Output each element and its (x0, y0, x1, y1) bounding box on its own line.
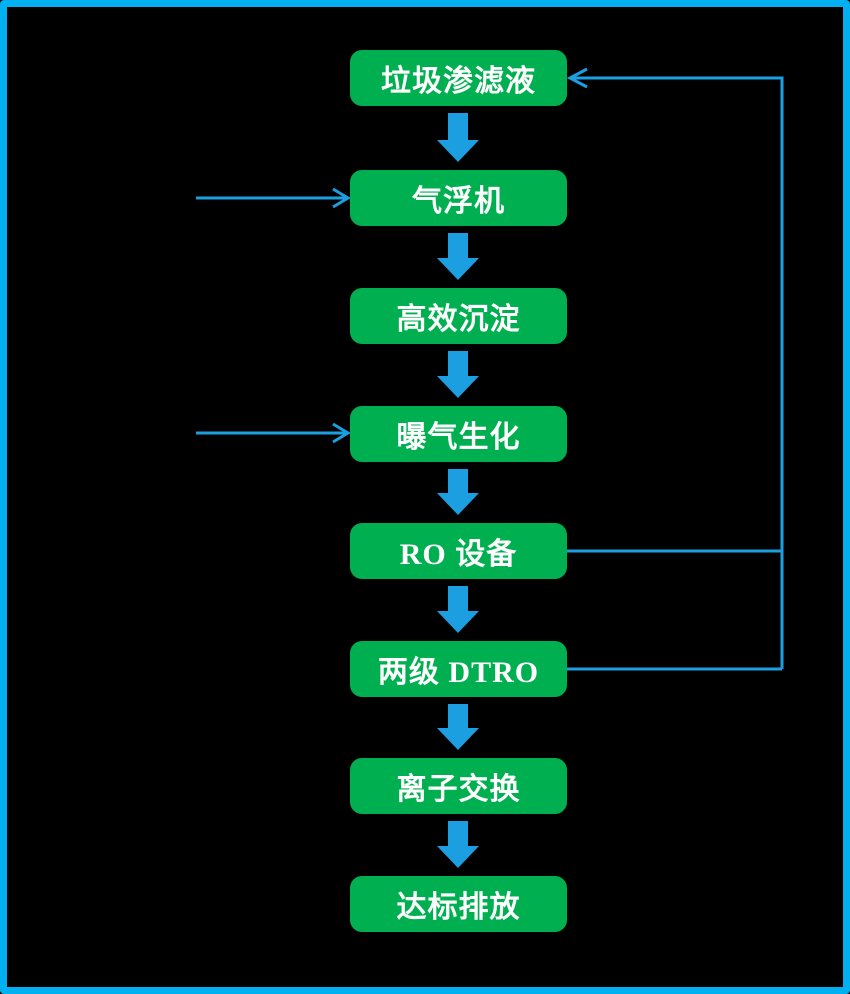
flow-node-sedimentation: 高效沉淀 (350, 288, 567, 344)
down-arrow-icon (437, 821, 479, 868)
flow-node-air-flotation: 气浮机 (350, 170, 567, 226)
flow-node-leachate: 垃圾渗滤液 (350, 50, 567, 106)
flow-node-aeration-bio: 曝气生化 (350, 406, 567, 462)
input-arrowhead-icon (332, 422, 351, 444)
down-arrow-icon (437, 704, 479, 750)
flow-node-ion-exchange: 离子交换 (350, 758, 567, 814)
down-arrow-icon (437, 233, 479, 280)
flow-node-discharge: 达标排放 (350, 876, 567, 932)
return-arrowhead-icon (566, 67, 588, 89)
input-arrowhead-icon (332, 187, 351, 209)
flow-node-two-stage-dtro: 两级 DTRO (350, 641, 567, 697)
down-arrow-icon (437, 469, 479, 515)
down-arrow-icon (437, 351, 479, 398)
down-arrow-icon (437, 113, 479, 162)
return-line-riser (572, 76, 784, 669)
flow-node-ro-equipment: RO 设备 (350, 523, 567, 579)
down-arrow-icon (437, 586, 479, 633)
